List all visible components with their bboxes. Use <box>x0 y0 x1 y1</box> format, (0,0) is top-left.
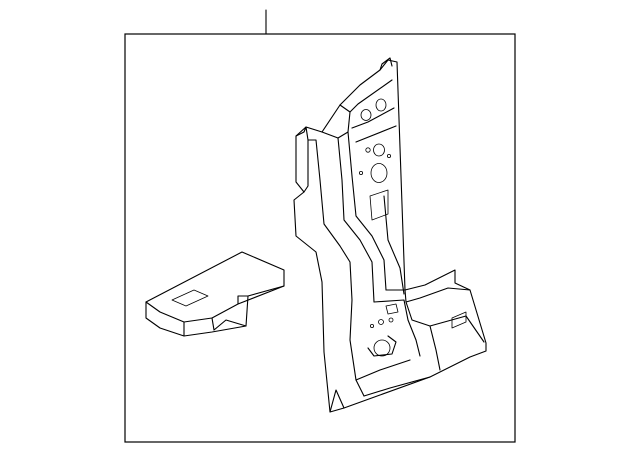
bracket-plate-drawing <box>145 251 285 337</box>
diagram-frame <box>124 33 516 443</box>
pillar-panel-drawing <box>293 57 487 413</box>
